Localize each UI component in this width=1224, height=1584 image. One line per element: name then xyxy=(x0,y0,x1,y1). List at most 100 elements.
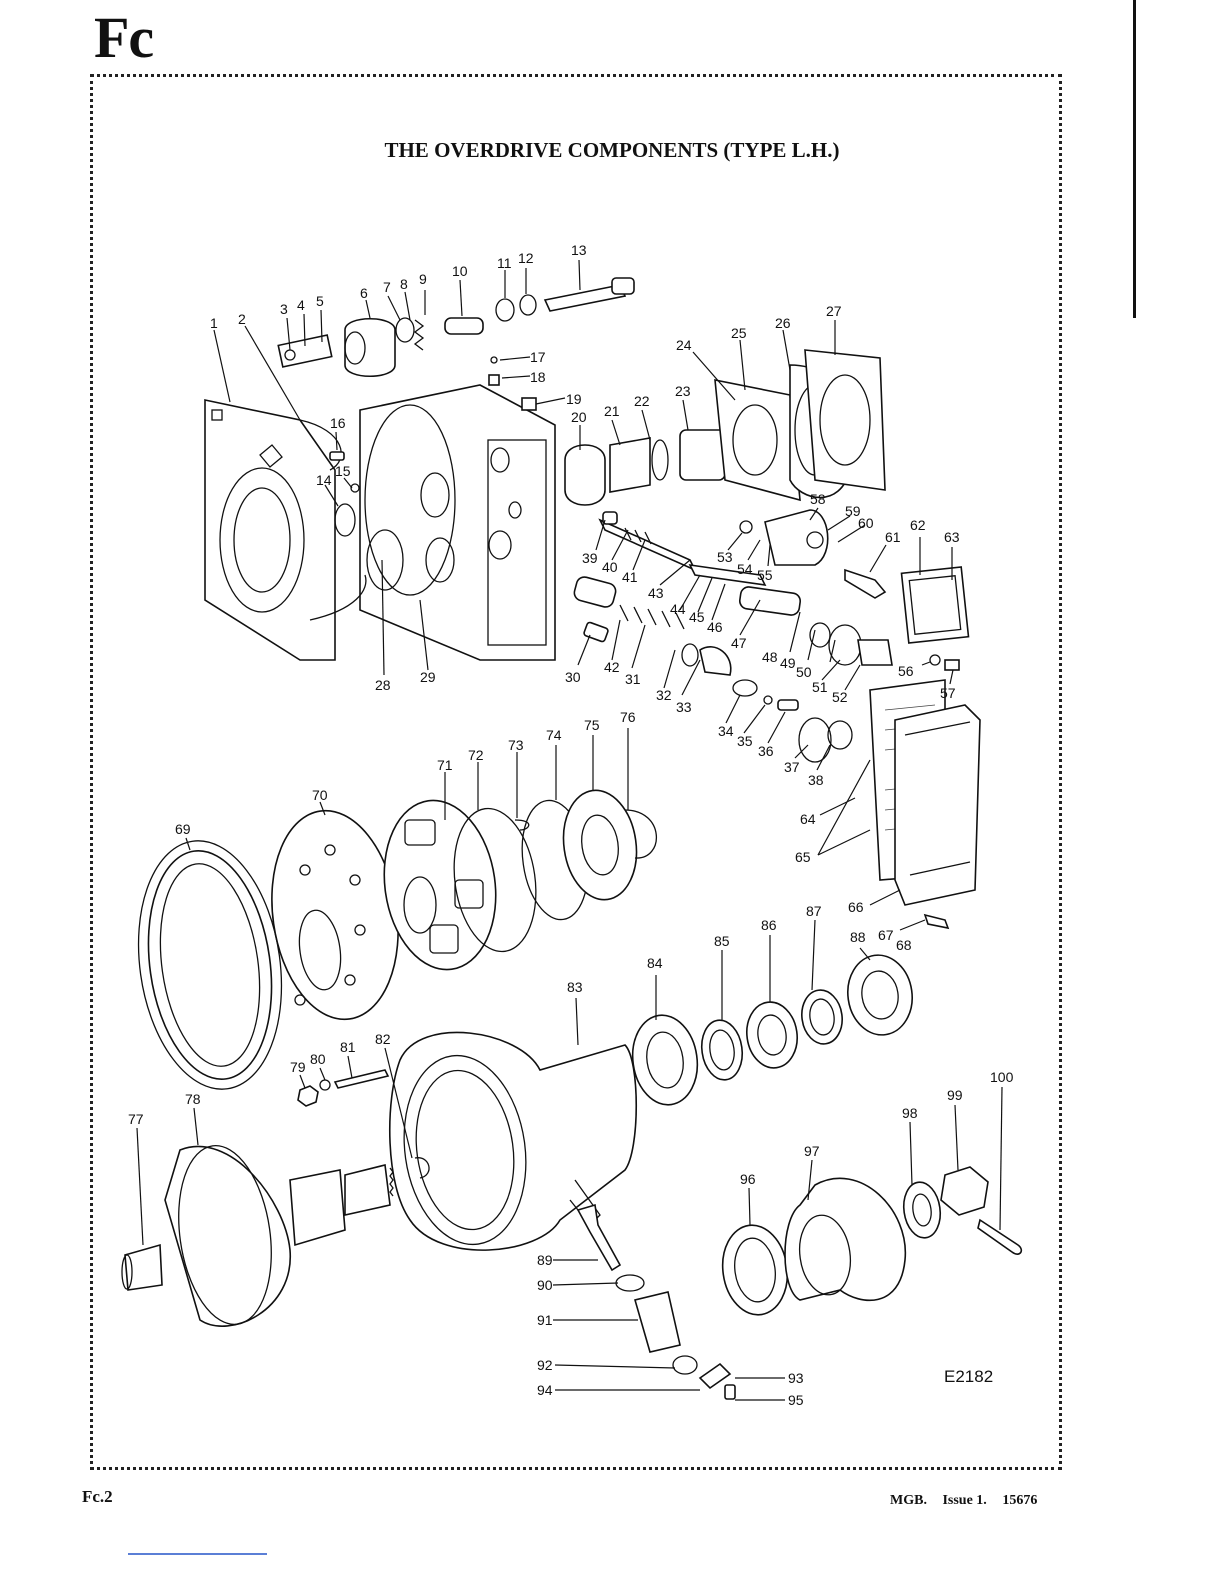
section-code: Fc xyxy=(94,5,154,70)
callout-labels: 1 2 3 4 5 6 7 8 9 10 11 12 13 14 15 16 1… xyxy=(128,242,1014,1408)
callout-19: 19 xyxy=(566,391,582,407)
callout-92: 92 xyxy=(537,1357,553,1373)
callout-53: 53 xyxy=(717,549,733,565)
callout-59: 59 xyxy=(845,503,861,519)
callout-20: 20 xyxy=(571,409,587,425)
annulus-output-shaft-78 xyxy=(164,1145,394,1327)
callout-28: 28 xyxy=(375,677,391,693)
callout-94: 94 xyxy=(537,1382,553,1398)
sump-and-filter xyxy=(869,679,981,930)
callout-24: 24 xyxy=(676,337,692,353)
callout-54: 54 xyxy=(737,561,753,577)
callout-79: 79 xyxy=(290,1059,306,1075)
callout-46: 46 xyxy=(707,619,723,635)
bearings-84-88 xyxy=(631,954,913,1106)
callout-8: 8 xyxy=(400,276,408,292)
callout-22: 22 xyxy=(634,393,650,409)
callout-7: 7 xyxy=(383,279,391,295)
gasket-2 xyxy=(299,419,367,621)
callout-93: 93 xyxy=(788,1370,804,1386)
leader-lines xyxy=(136,259,1003,1401)
callout-70: 70 xyxy=(312,787,328,803)
callout-49: 49 xyxy=(780,655,796,671)
callout-41: 41 xyxy=(622,569,638,585)
callout-3: 3 xyxy=(280,301,288,317)
callout-26: 26 xyxy=(775,315,791,331)
callout-35: 35 xyxy=(737,733,753,749)
callout-84: 84 xyxy=(647,955,663,971)
callout-48: 48 xyxy=(762,649,778,665)
callout-9: 9 xyxy=(419,271,427,287)
callout-27: 27 xyxy=(826,303,842,319)
callout-60: 60 xyxy=(858,515,874,531)
callout-51: 51 xyxy=(812,679,828,695)
callout-21: 21 xyxy=(604,403,620,419)
callout-23: 23 xyxy=(675,383,691,399)
front-casing-adaptor-plate xyxy=(204,399,336,661)
page-number: Fc.2 xyxy=(82,1487,113,1506)
callout-43: 43 xyxy=(648,585,664,601)
callout-55: 55 xyxy=(757,567,773,583)
callout-30: 30 xyxy=(565,669,581,685)
callout-31: 31 xyxy=(625,671,641,687)
callout-4: 4 xyxy=(297,297,305,313)
bottom-link-underline[interactable] xyxy=(128,1553,267,1555)
callout-61: 61 xyxy=(885,529,901,545)
callout-50: 50 xyxy=(796,664,812,680)
callout-45: 45 xyxy=(689,609,705,625)
callout-100: 100 xyxy=(990,1069,1014,1085)
output-flange-96-100 xyxy=(721,1166,1023,1316)
callout-12: 12 xyxy=(518,250,534,266)
callout-74: 74 xyxy=(546,727,562,743)
callout-82: 82 xyxy=(375,1031,391,1047)
callout-34: 34 xyxy=(718,723,734,739)
callout-33: 33 xyxy=(676,699,692,715)
callout-13: 13 xyxy=(571,242,587,258)
callout-56: 56 xyxy=(898,663,914,679)
callout-81: 81 xyxy=(340,1039,356,1055)
callout-66: 66 xyxy=(848,899,864,915)
carrier-rings-72-76 xyxy=(453,789,658,953)
callout-91: 91 xyxy=(537,1312,553,1328)
callout-73: 73 xyxy=(508,737,524,753)
callout-95: 95 xyxy=(788,1392,804,1408)
diagram-frame xyxy=(90,74,1062,1470)
callout-42: 42 xyxy=(604,659,620,675)
bush-77 xyxy=(121,1243,163,1291)
callout-2: 2 xyxy=(238,311,246,327)
callout-17: 17 xyxy=(530,349,546,365)
footer-info: MGB. Issue 1. 15676 xyxy=(890,1493,1049,1509)
callout-65: 65 xyxy=(795,849,811,865)
callout-96: 96 xyxy=(740,1171,756,1187)
callout-72: 72 xyxy=(468,747,484,763)
callout-39: 39 xyxy=(582,550,598,566)
callout-76: 76 xyxy=(620,709,636,725)
pump-valve-assembly xyxy=(739,509,970,671)
callout-83: 83 xyxy=(567,979,583,995)
planet-carrier-71 xyxy=(383,799,497,971)
callout-18: 18 xyxy=(530,369,546,385)
front-casing xyxy=(359,384,556,661)
callout-99: 99 xyxy=(947,1087,963,1103)
callout-63: 63 xyxy=(944,529,960,545)
callout-77: 77 xyxy=(128,1111,144,1127)
callout-87: 87 xyxy=(806,903,822,919)
callout-78: 78 xyxy=(185,1091,201,1107)
studs-79-81 xyxy=(297,1069,390,1107)
callout-64: 64 xyxy=(800,811,816,827)
callout-90: 90 xyxy=(537,1277,553,1293)
callout-71: 71 xyxy=(437,757,453,773)
callout-75: 75 xyxy=(584,717,600,733)
figure-code: E2182 xyxy=(944,1367,994,1386)
callout-15: 15 xyxy=(335,463,351,479)
callout-68: 68 xyxy=(896,937,912,953)
callout-85: 85 xyxy=(714,933,730,949)
callout-58: 58 xyxy=(810,491,826,507)
callout-86: 86 xyxy=(761,917,777,933)
callout-14: 14 xyxy=(316,472,332,488)
callout-16: 16 xyxy=(330,415,346,431)
callout-36: 36 xyxy=(758,743,774,759)
callout-29: 29 xyxy=(420,669,436,685)
callout-89: 89 xyxy=(537,1252,553,1268)
callout-5: 5 xyxy=(316,293,324,309)
